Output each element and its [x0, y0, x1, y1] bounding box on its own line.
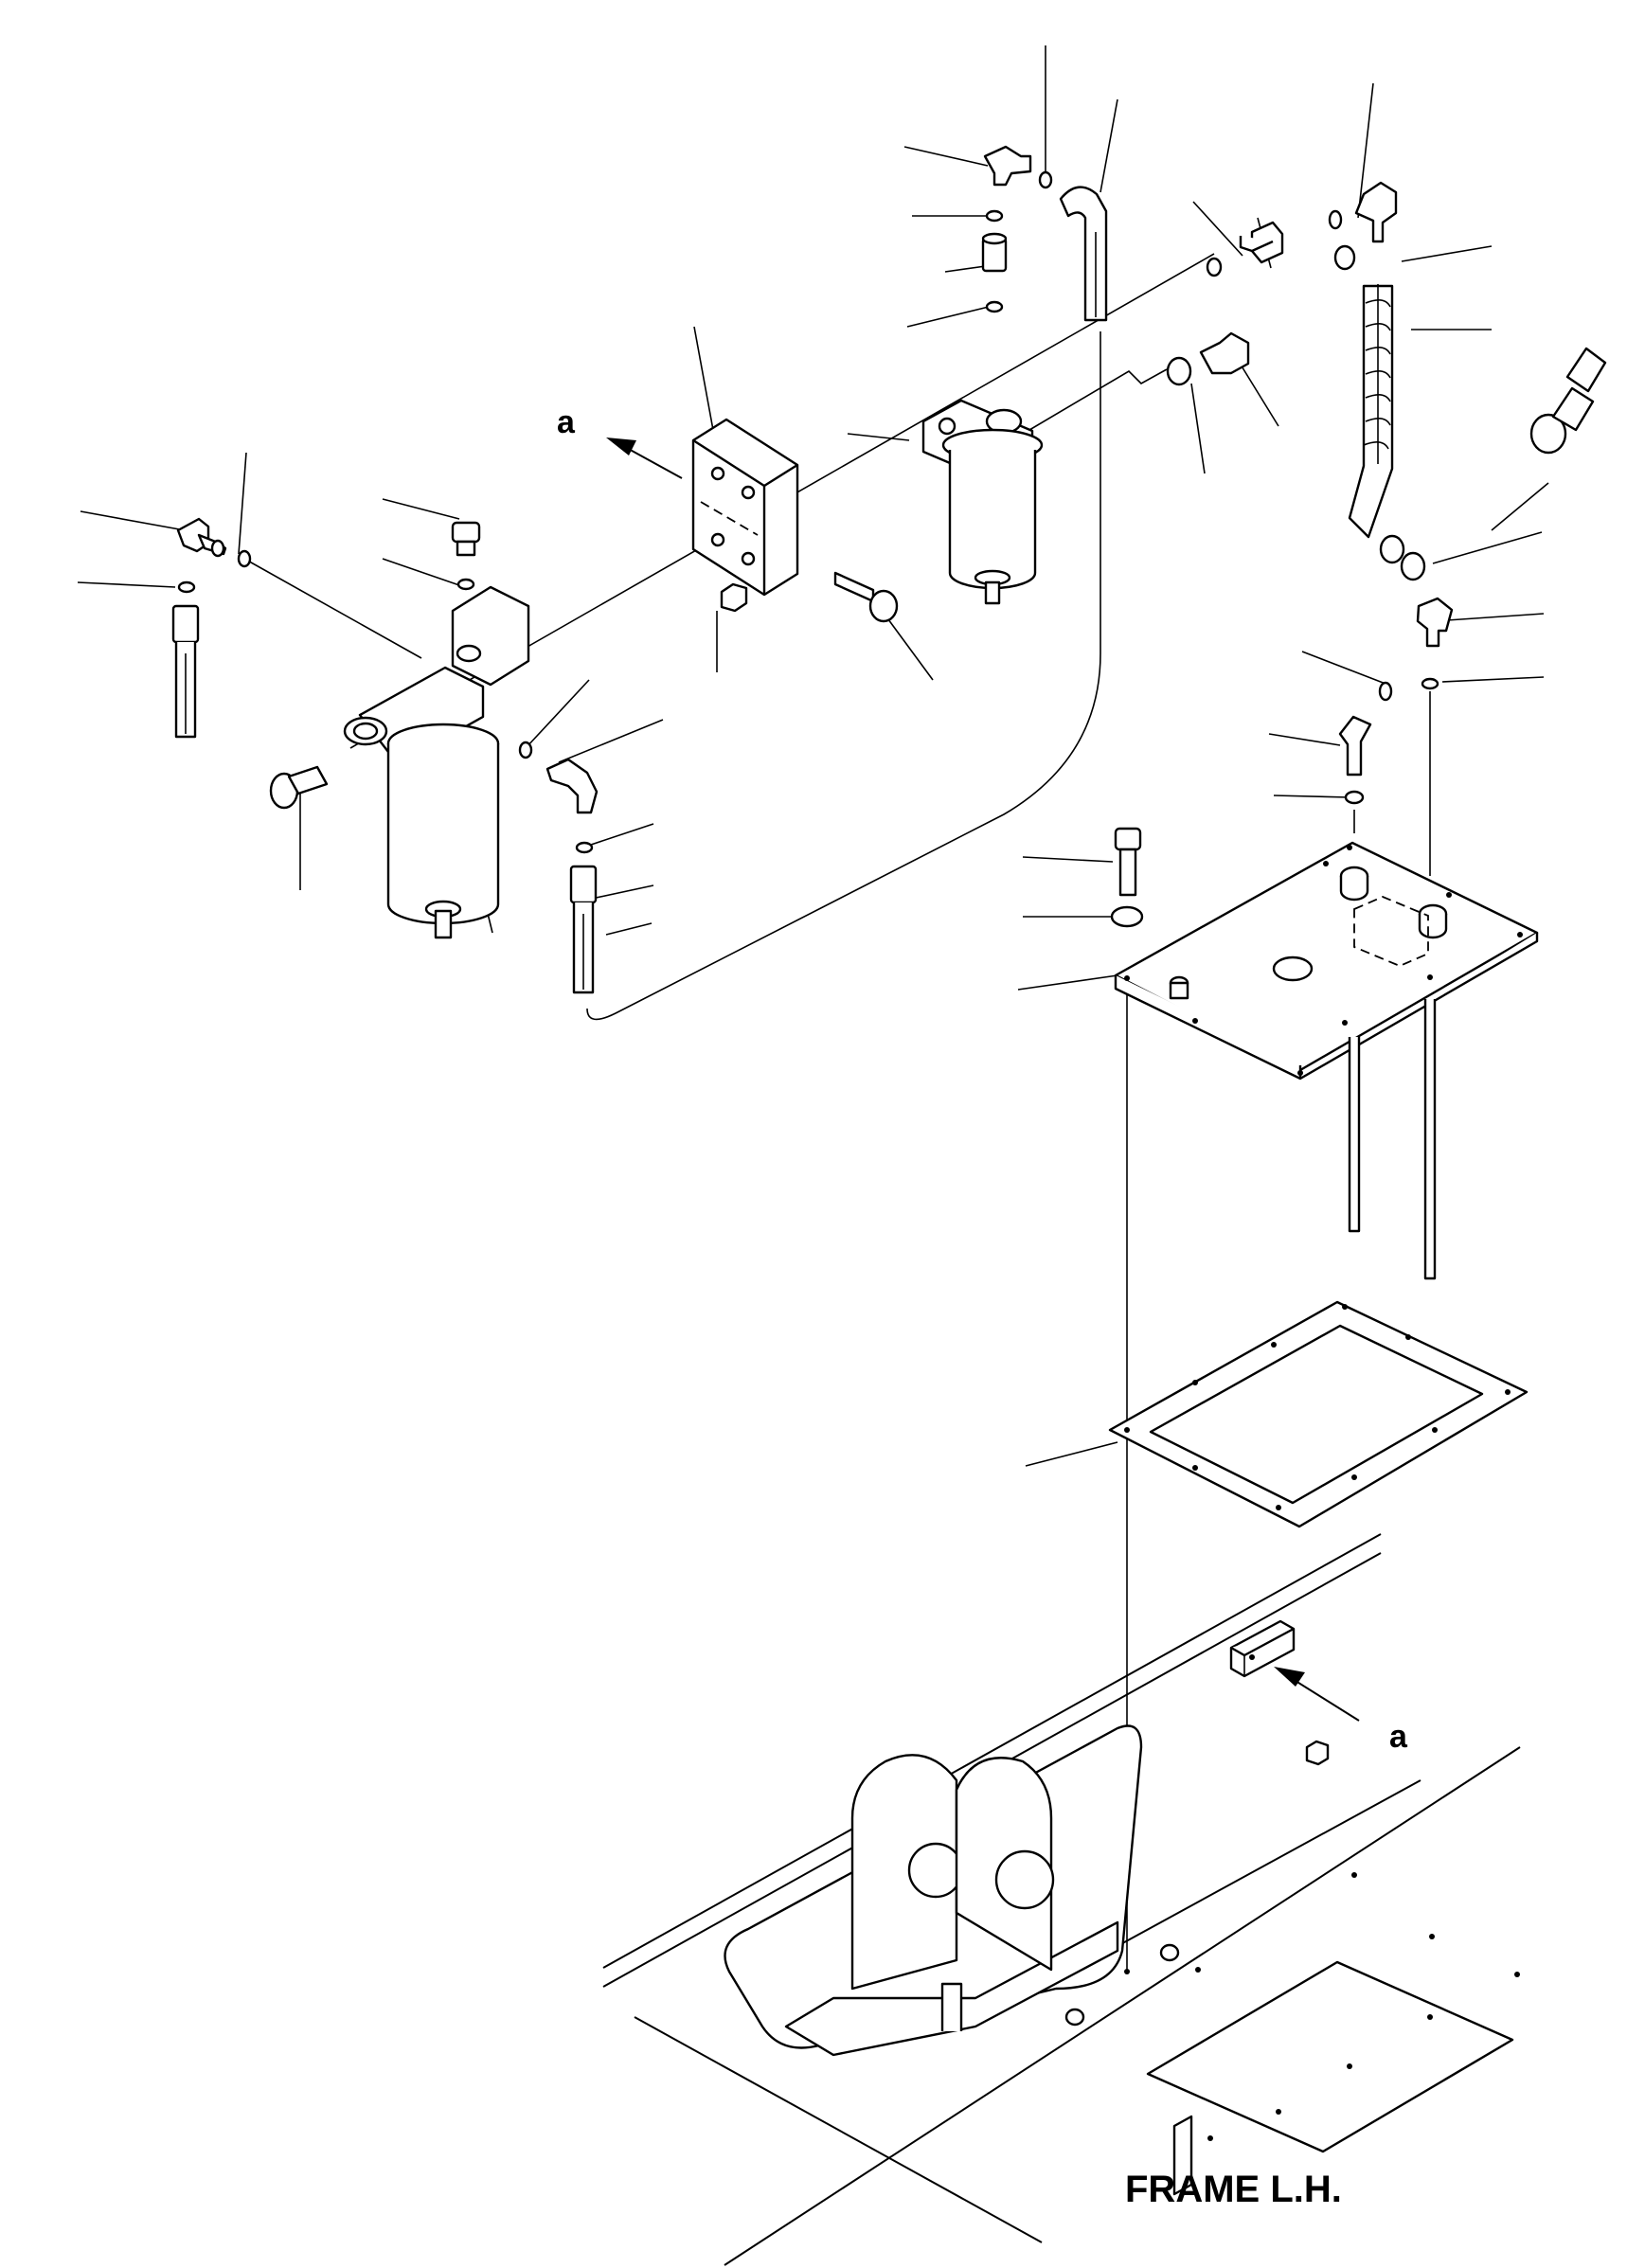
plug-bolt-left — [269, 765, 329, 810]
hose-end-far-right — [1529, 347, 1607, 455]
hose-right-spiral — [1333, 244, 1405, 564]
o-ring-left-2 — [177, 580, 196, 594]
o-ring-left-1 — [237, 549, 252, 568]
frame-caption: FRAME L.H. — [1125, 2169, 1342, 2210]
leader-lines — [77, 45, 1549, 1467]
o-ring-right-4 — [1421, 677, 1439, 690]
elbow-fitting-left-2 — [545, 758, 599, 814]
nut-bracket — [720, 582, 748, 613]
adapter-top — [981, 232, 1008, 273]
elbow-right — [1354, 181, 1398, 243]
view-arrow-top — [606, 438, 683, 479]
connector-right — [1239, 221, 1284, 264]
elbow-fitting-left — [176, 517, 227, 558]
hose-left-2 — [569, 865, 598, 994]
fuel-filter-left — [343, 585, 530, 939]
cap-left — [451, 521, 481, 557]
gasket — [1108, 1300, 1529, 1528]
o-ring-right-3 — [1378, 681, 1393, 702]
view-arrow-bottom — [1274, 1667, 1360, 1722]
connector-right-2 — [1199, 331, 1250, 375]
hose-left — [171, 604, 200, 739]
frame-lh — [602, 1533, 1521, 2266]
bolt-bracket — [833, 571, 899, 623]
elbow-top — [983, 145, 1032, 187]
washer-right — [1166, 356, 1192, 386]
o-ring-top-3 — [1038, 170, 1053, 189]
o-ring-right-2 — [1328, 209, 1343, 230]
view-label-top: a — [557, 404, 576, 440]
hose-bend-top — [1059, 186, 1108, 322]
o-ring-top-1 — [985, 209, 1004, 223]
water-separator-right — [921, 399, 1044, 605]
o-ring-plate — [1344, 790, 1365, 805]
o-ring-left-3 — [575, 841, 594, 854]
washer-left — [456, 578, 475, 591]
o-ring-filter-left — [518, 741, 533, 759]
o-ring-right-1 — [1206, 257, 1223, 277]
washer-plate — [1110, 905, 1144, 928]
o-ring-top-2 — [985, 300, 1004, 313]
elbow-right-lower — [1400, 551, 1454, 648]
view-label-bottom: a — [1389, 1719, 1408, 1755]
elbow-plate — [1338, 715, 1372, 777]
assembly-lines — [243, 253, 1431, 1972]
mounting-bracket — [691, 418, 799, 597]
bolt-plate — [1114, 827, 1142, 897]
cover-plate — [1114, 841, 1539, 1280]
